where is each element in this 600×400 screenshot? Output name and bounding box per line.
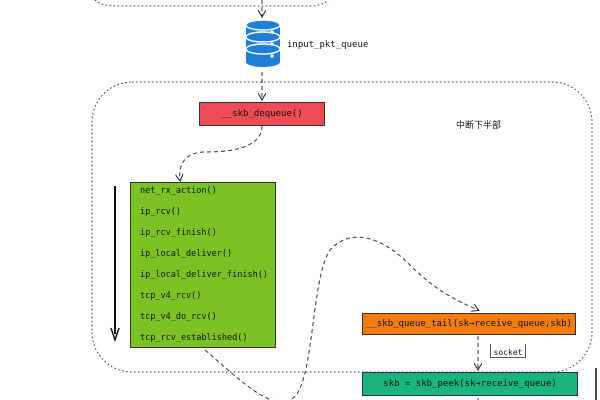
stack-function: tcp_v4_do_rcv() <box>140 312 217 322</box>
arrow-to-queue-tail <box>204 236 478 400</box>
region-label: 中断下半部 <box>456 121 502 131</box>
socket-label: socket <box>493 348 523 357</box>
stack-function: ip_local_deliver() <box>140 249 233 259</box>
queue-label: input_pkt_queue <box>287 40 369 50</box>
stack-function: ip_rcv_finish() <box>140 228 217 238</box>
stack-function: ip_rcv() <box>140 207 181 217</box>
peek-label: skb = skb_peek(sk→receive_queue) <box>383 379 557 389</box>
arrow-to-stack <box>180 125 263 180</box>
stack-function: ip_local_deliver_finish() <box>140 270 268 280</box>
queue-tail-box: __skb_queue_tail(sk→receive_queue,skb) <box>362 313 576 335</box>
bottom-half-region-border <box>91 81 593 373</box>
database-icon <box>245 19 281 67</box>
socket-tag: socket <box>490 344 526 358</box>
dequeue-box: __skb_dequeue() <box>199 102 325 126</box>
call-chain-arrowhead <box>110 327 120 343</box>
top-region-border <box>94 0 329 7</box>
queue-tail-label: __skb_queue_tail(sk→receive_queue,skb) <box>366 319 572 329</box>
peek-box: skb = skb_peek(sk→receive_queue) <box>362 372 578 396</box>
dequeue-label: __skb_dequeue() <box>221 109 303 119</box>
stack-function: tcp_rcv_established() <box>140 333 248 343</box>
protocol-stack-box <box>130 182 276 348</box>
stack-function: tcp_v4_rcv() <box>140 291 202 301</box>
stack-function: net_rx_action() <box>140 186 217 196</box>
